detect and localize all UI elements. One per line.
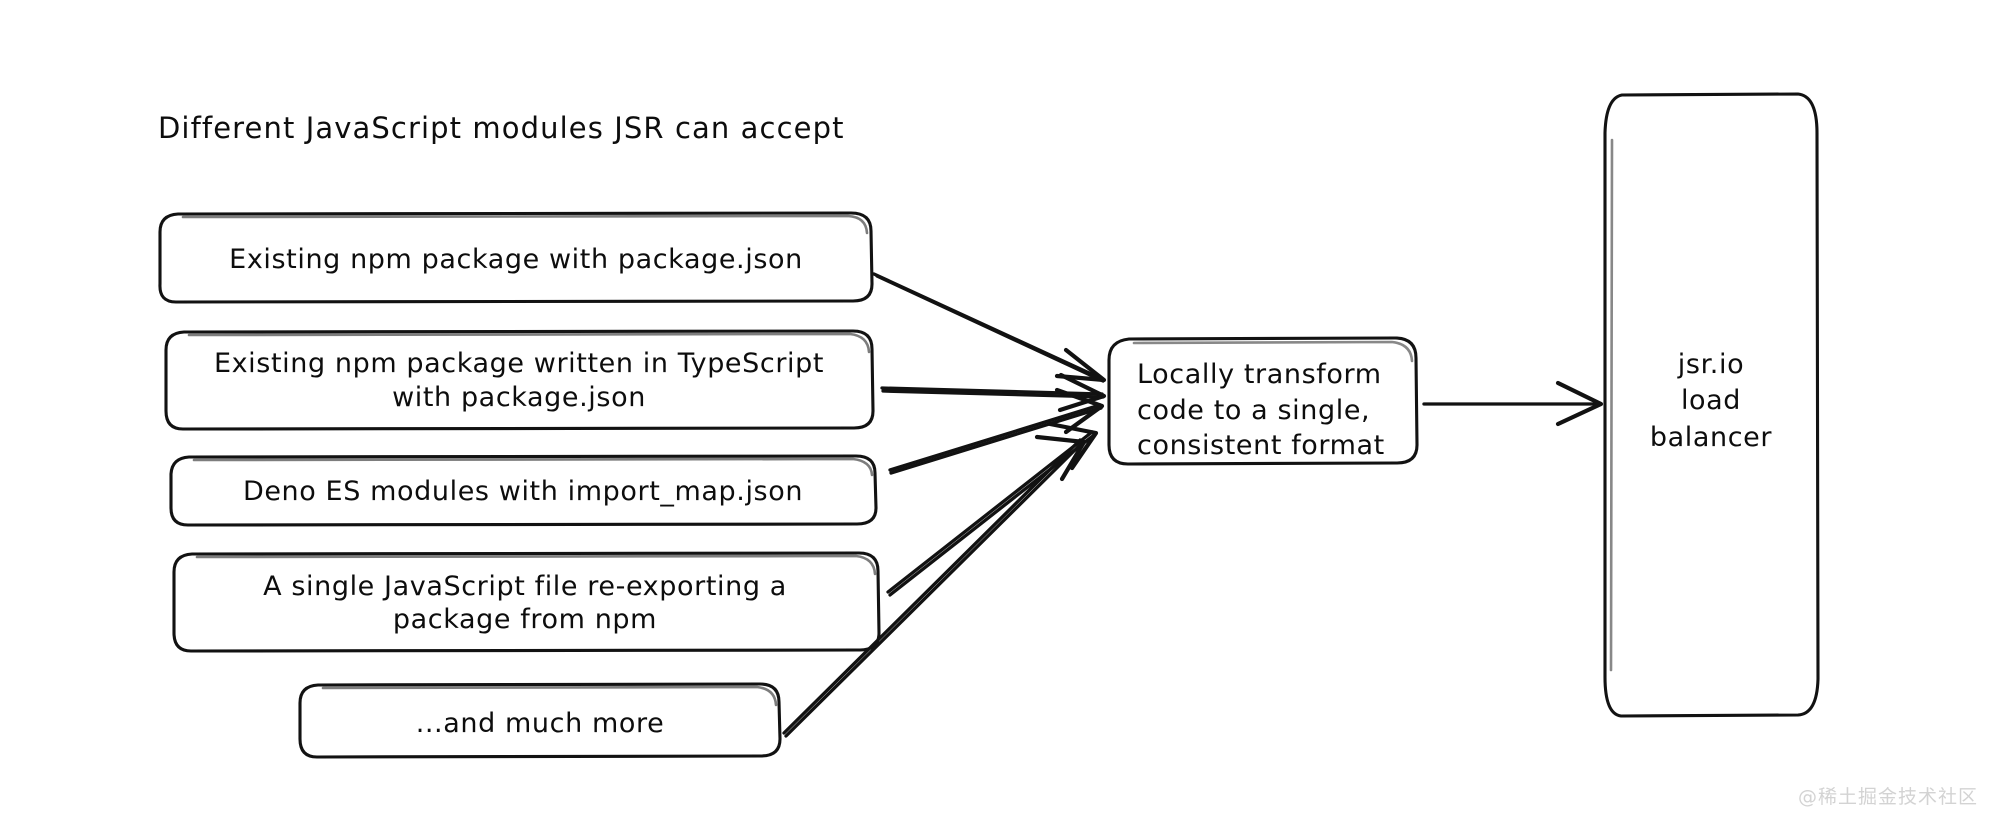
transform-box-label-line1: Locally transform xyxy=(1137,359,1382,390)
diagram-title: Different JavaScript modules JSR can acc… xyxy=(158,111,845,145)
transform-box-label-line3: consistent format xyxy=(1137,430,1385,461)
source-box-label: Existing npm package with package.json xyxy=(229,244,803,275)
arrow-npm-typescript-to-transform xyxy=(880,372,1107,413)
transform-box-label-line2: code to a single, xyxy=(1137,395,1370,426)
source-box-label-line2: with package.json xyxy=(392,382,646,413)
destination-box[interactable]: jsr.io load balancer xyxy=(1603,92,1820,718)
source-box-label: ...and much more xyxy=(416,708,665,739)
source-box-and-much-more[interactable]: ...and much more xyxy=(298,682,782,759)
arrow-transform-to-destination xyxy=(1422,380,1604,427)
transform-box[interactable]: Locally transform code to a single, cons… xyxy=(1107,336,1419,466)
destination-box-label-line3: balancer xyxy=(1650,422,1772,453)
arrow-and-much-more-to-transform xyxy=(782,434,1087,738)
source-box-npm-typescript[interactable]: Existing npm package written in TypeScri… xyxy=(164,329,875,431)
source-box-label-line1: Existing npm package written in TypeScri… xyxy=(214,348,824,379)
source-box-npm-package[interactable]: Existing npm package with package.json xyxy=(158,211,874,304)
arrow-deno-es-modules-to-transform xyxy=(888,387,1105,475)
arrow-npm-package-to-transform xyxy=(872,272,1107,383)
source-box-label: Deno ES modules with import_map.json xyxy=(243,476,803,507)
destination-box-label-line1: jsr.io xyxy=(1677,349,1744,380)
source-box-label-line1: A single JavaScript file re-exporting a xyxy=(263,571,787,602)
source-box-label-line2: package from npm xyxy=(393,604,657,635)
destination-box-label-line2: load xyxy=(1681,385,1741,416)
source-box-deno-es-modules[interactable]: Deno ES modules with import_map.json xyxy=(169,454,878,527)
source-box-single-js-file[interactable]: A single JavaScript file re-exporting a … xyxy=(172,551,881,653)
arrow-single-js-file-to-transform xyxy=(886,421,1099,597)
watermark: @稀土掘金技术社区 xyxy=(1797,786,1978,808)
